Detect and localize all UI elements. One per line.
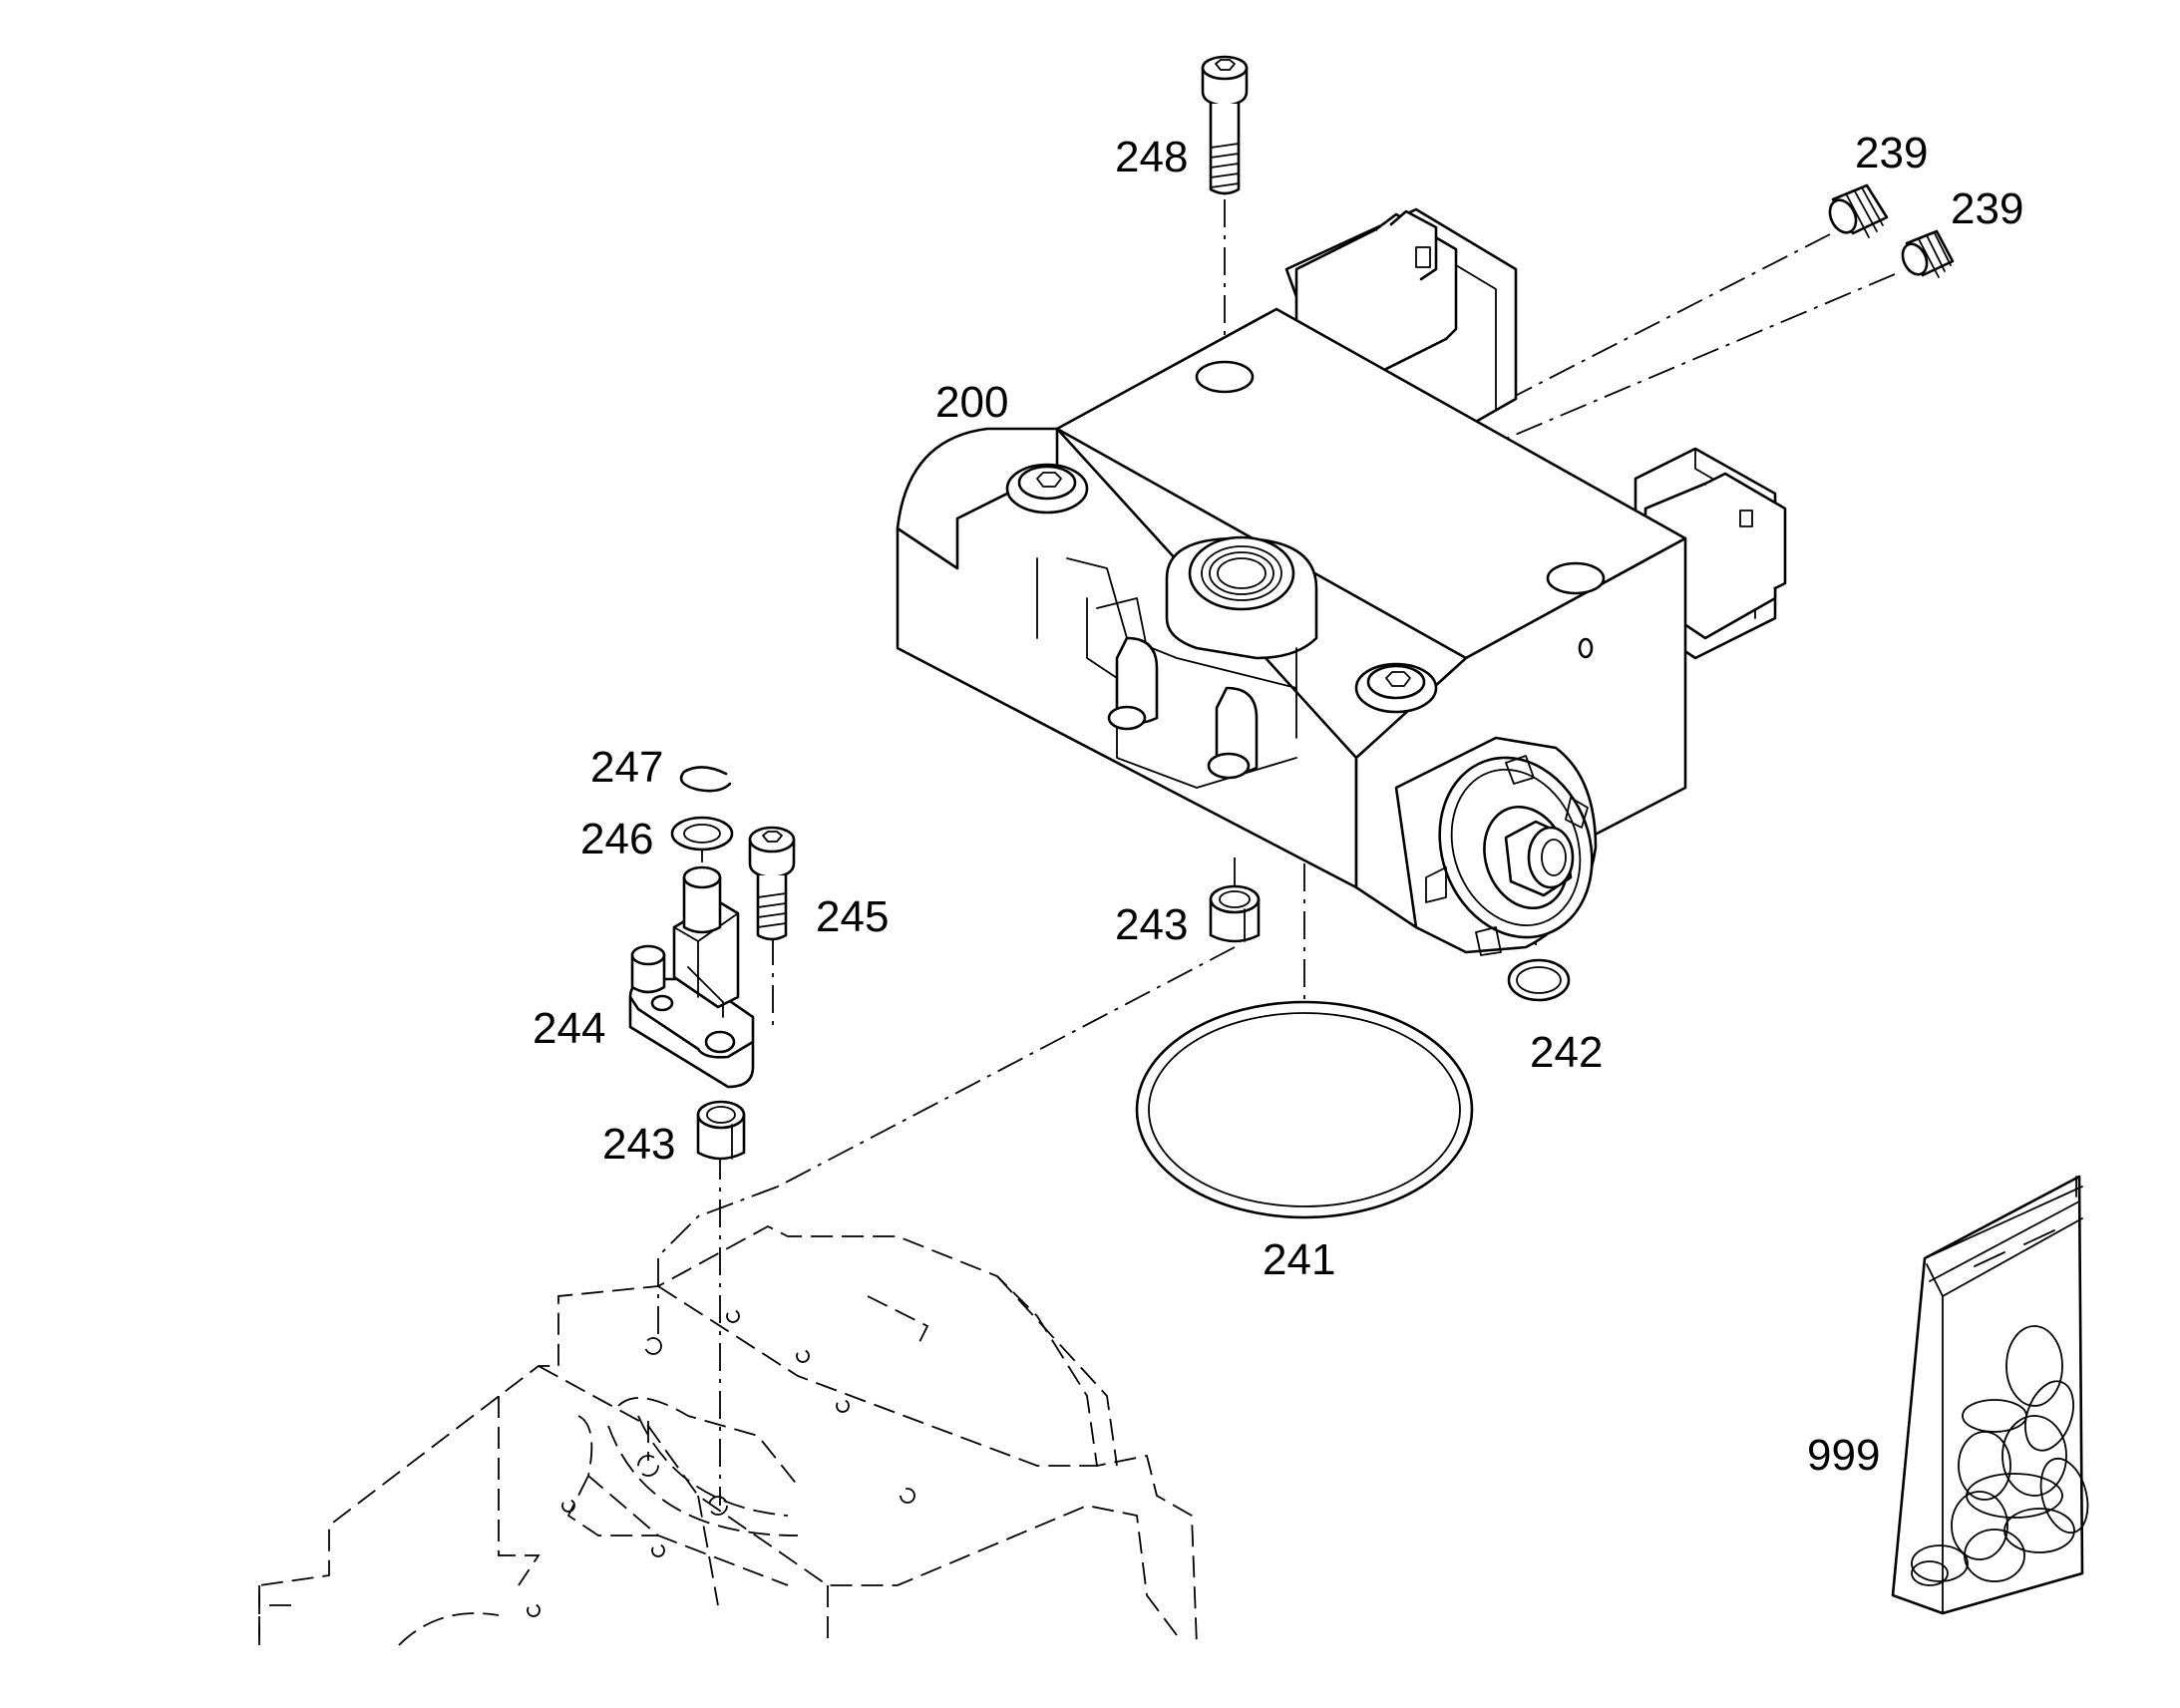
bag-o-rings (1911, 1325, 2089, 1586)
label-244: 244 (533, 1004, 605, 1053)
threaded-port (1165, 535, 1318, 660)
label-245: 245 (816, 892, 889, 941)
sleeve-243-upper (1209, 884, 1261, 943)
plug-239-b (1901, 229, 1955, 278)
o-ring-242 (1507, 958, 1571, 1002)
label-242: 242 (1530, 1028, 1603, 1077)
part-labels: 248 239 239 200 247 246 245 243 244 242 … (533, 129, 2023, 1480)
washer-246 (670, 816, 734, 852)
socket-bolt-top-left (1005, 463, 1089, 514)
label-239-lower: 239 (1951, 184, 2023, 233)
plug-239-a (1828, 183, 1889, 238)
screw-248 (1201, 55, 1249, 195)
label-239-upper: 239 (1855, 129, 1928, 177)
socket-bolt-top-right (1354, 662, 1438, 714)
seal-kit-bag-999 (1891, 1175, 2089, 1615)
screw-245 (748, 826, 796, 941)
label-246: 246 (580, 815, 653, 863)
adapter-fitting (1394, 736, 1598, 956)
housing-outline (258, 1224, 1198, 1646)
label-248: 248 (1115, 133, 1188, 181)
label-243-lower: 243 (602, 1120, 675, 1169)
valve-block-200 (896, 207, 1787, 956)
label-241: 241 (1263, 1235, 1335, 1284)
label-243-upper: 243 (1115, 900, 1188, 949)
lever-244 (628, 865, 755, 1089)
label-247: 247 (590, 743, 663, 792)
sleeve-243-lower (696, 1100, 746, 1161)
label-999: 999 (1807, 1431, 1880, 1480)
circlip-247 (679, 766, 732, 793)
label-200: 200 (935, 378, 1008, 427)
o-ring-241 (1135, 1000, 1474, 1219)
